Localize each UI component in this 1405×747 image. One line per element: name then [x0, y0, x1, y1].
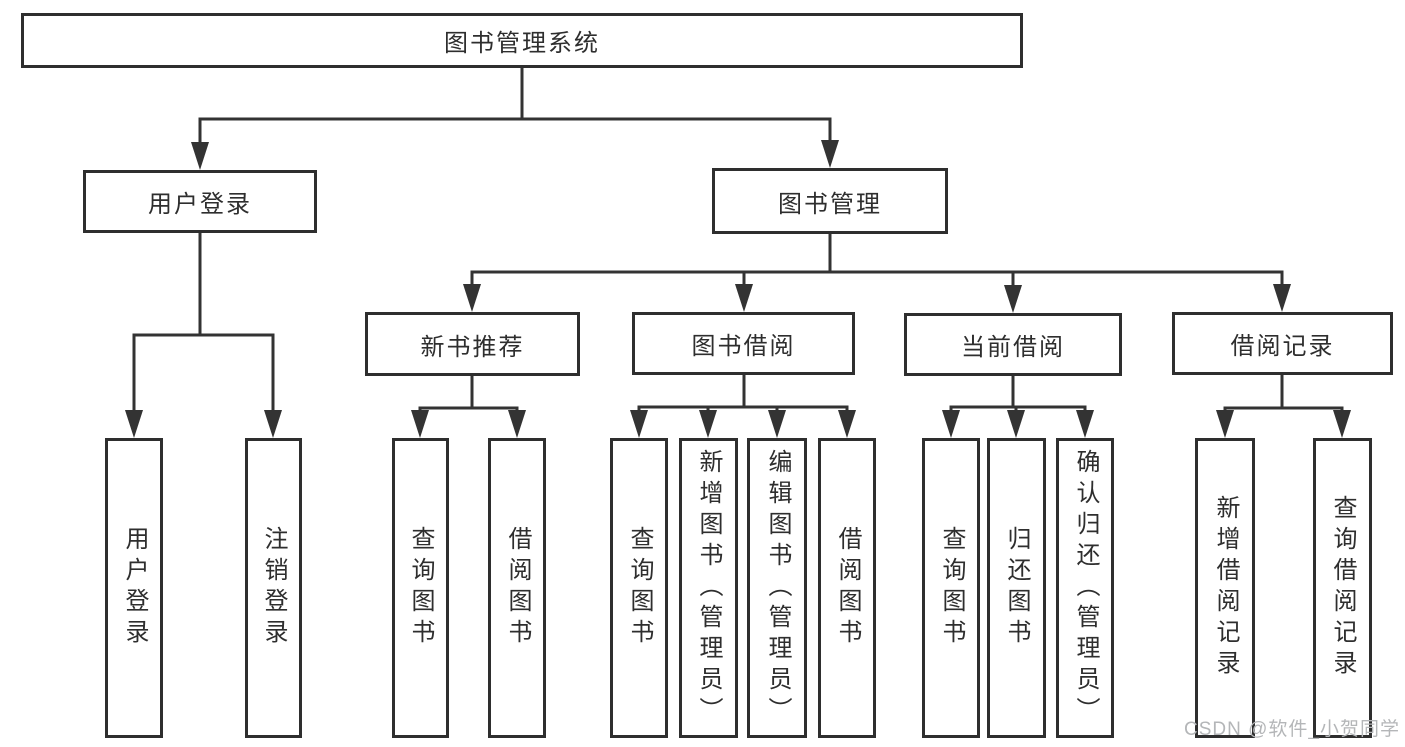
- arrowhead-down-icon: [125, 410, 143, 438]
- connector-book-management: [463, 234, 1291, 313]
- node-leaf-edit-books-admin: 编辑图书（管理员）: [747, 438, 807, 738]
- connector-borrow-records: [1216, 375, 1351, 438]
- arrowhead-down-icon: [264, 410, 282, 438]
- node-leaf-return-books: 归还图书: [987, 438, 1046, 738]
- node-new-book-recommend: 新书推荐: [365, 312, 580, 376]
- node-leaf-query-books-current: 查询图书: [922, 438, 980, 738]
- arrowhead-down-icon: [1004, 285, 1022, 313]
- arrowhead-down-icon: [1273, 284, 1291, 312]
- arrowhead-down-icon: [191, 142, 209, 170]
- arrowhead-down-icon: [735, 284, 753, 312]
- arrowhead-down-icon: [699, 410, 717, 438]
- node-root: 图书管理系统: [21, 13, 1023, 68]
- arrowhead-down-icon: [1007, 410, 1025, 438]
- node-borrow-records: 借阅记录: [1172, 312, 1393, 375]
- connector-current-borrow: [942, 376, 1094, 438]
- node-leaf-confirm-return-admin: 确认归还（管理员）: [1056, 438, 1114, 738]
- watermark: CSDN @软件_小贺同学: [1184, 719, 1400, 740]
- arrowhead-down-icon: [942, 410, 960, 438]
- node-leaf-query-books-borrow: 查询图书: [610, 438, 668, 738]
- arrowhead-down-icon: [1076, 410, 1094, 438]
- connector-book-borrow: [630, 375, 856, 438]
- arrowhead-down-icon: [1333, 410, 1351, 438]
- arrowhead-down-icon: [768, 410, 786, 438]
- arrowhead-down-icon: [630, 410, 648, 438]
- arrowhead-down-icon: [838, 410, 856, 438]
- connector-root: [191, 68, 839, 170]
- node-leaf-borrow-books-recommend: 借阅图书: [488, 438, 546, 738]
- arrowhead-down-icon: [463, 284, 481, 312]
- connector-user-login-group: [125, 233, 282, 438]
- arrowhead-down-icon: [508, 410, 526, 438]
- node-leaf-user-login: 用户登录: [105, 438, 163, 738]
- arrowhead-down-icon: [411, 410, 429, 438]
- connector-new-book-recommend: [411, 376, 526, 438]
- node-book-management: 图书管理: [712, 168, 948, 234]
- node-leaf-query-borrow-record: 查询借阅记录: [1313, 438, 1372, 738]
- node-leaf-query-books-recommend: 查询图书: [392, 438, 449, 738]
- node-leaf-add-books-admin: 新增图书（管理员）: [679, 438, 738, 738]
- node-leaf-borrow-books: 借阅图书: [818, 438, 876, 738]
- arrowhead-down-icon: [1216, 410, 1234, 438]
- node-book-borrow: 图书借阅: [632, 312, 855, 375]
- arrowhead-down-icon: [821, 140, 839, 168]
- node-leaf-logout: 注销登录: [245, 438, 302, 738]
- node-current-borrow: 当前借阅: [904, 313, 1122, 376]
- node-user-login-group: 用户登录: [83, 170, 317, 233]
- node-leaf-add-borrow-record: 新增借阅记录: [1195, 438, 1255, 738]
